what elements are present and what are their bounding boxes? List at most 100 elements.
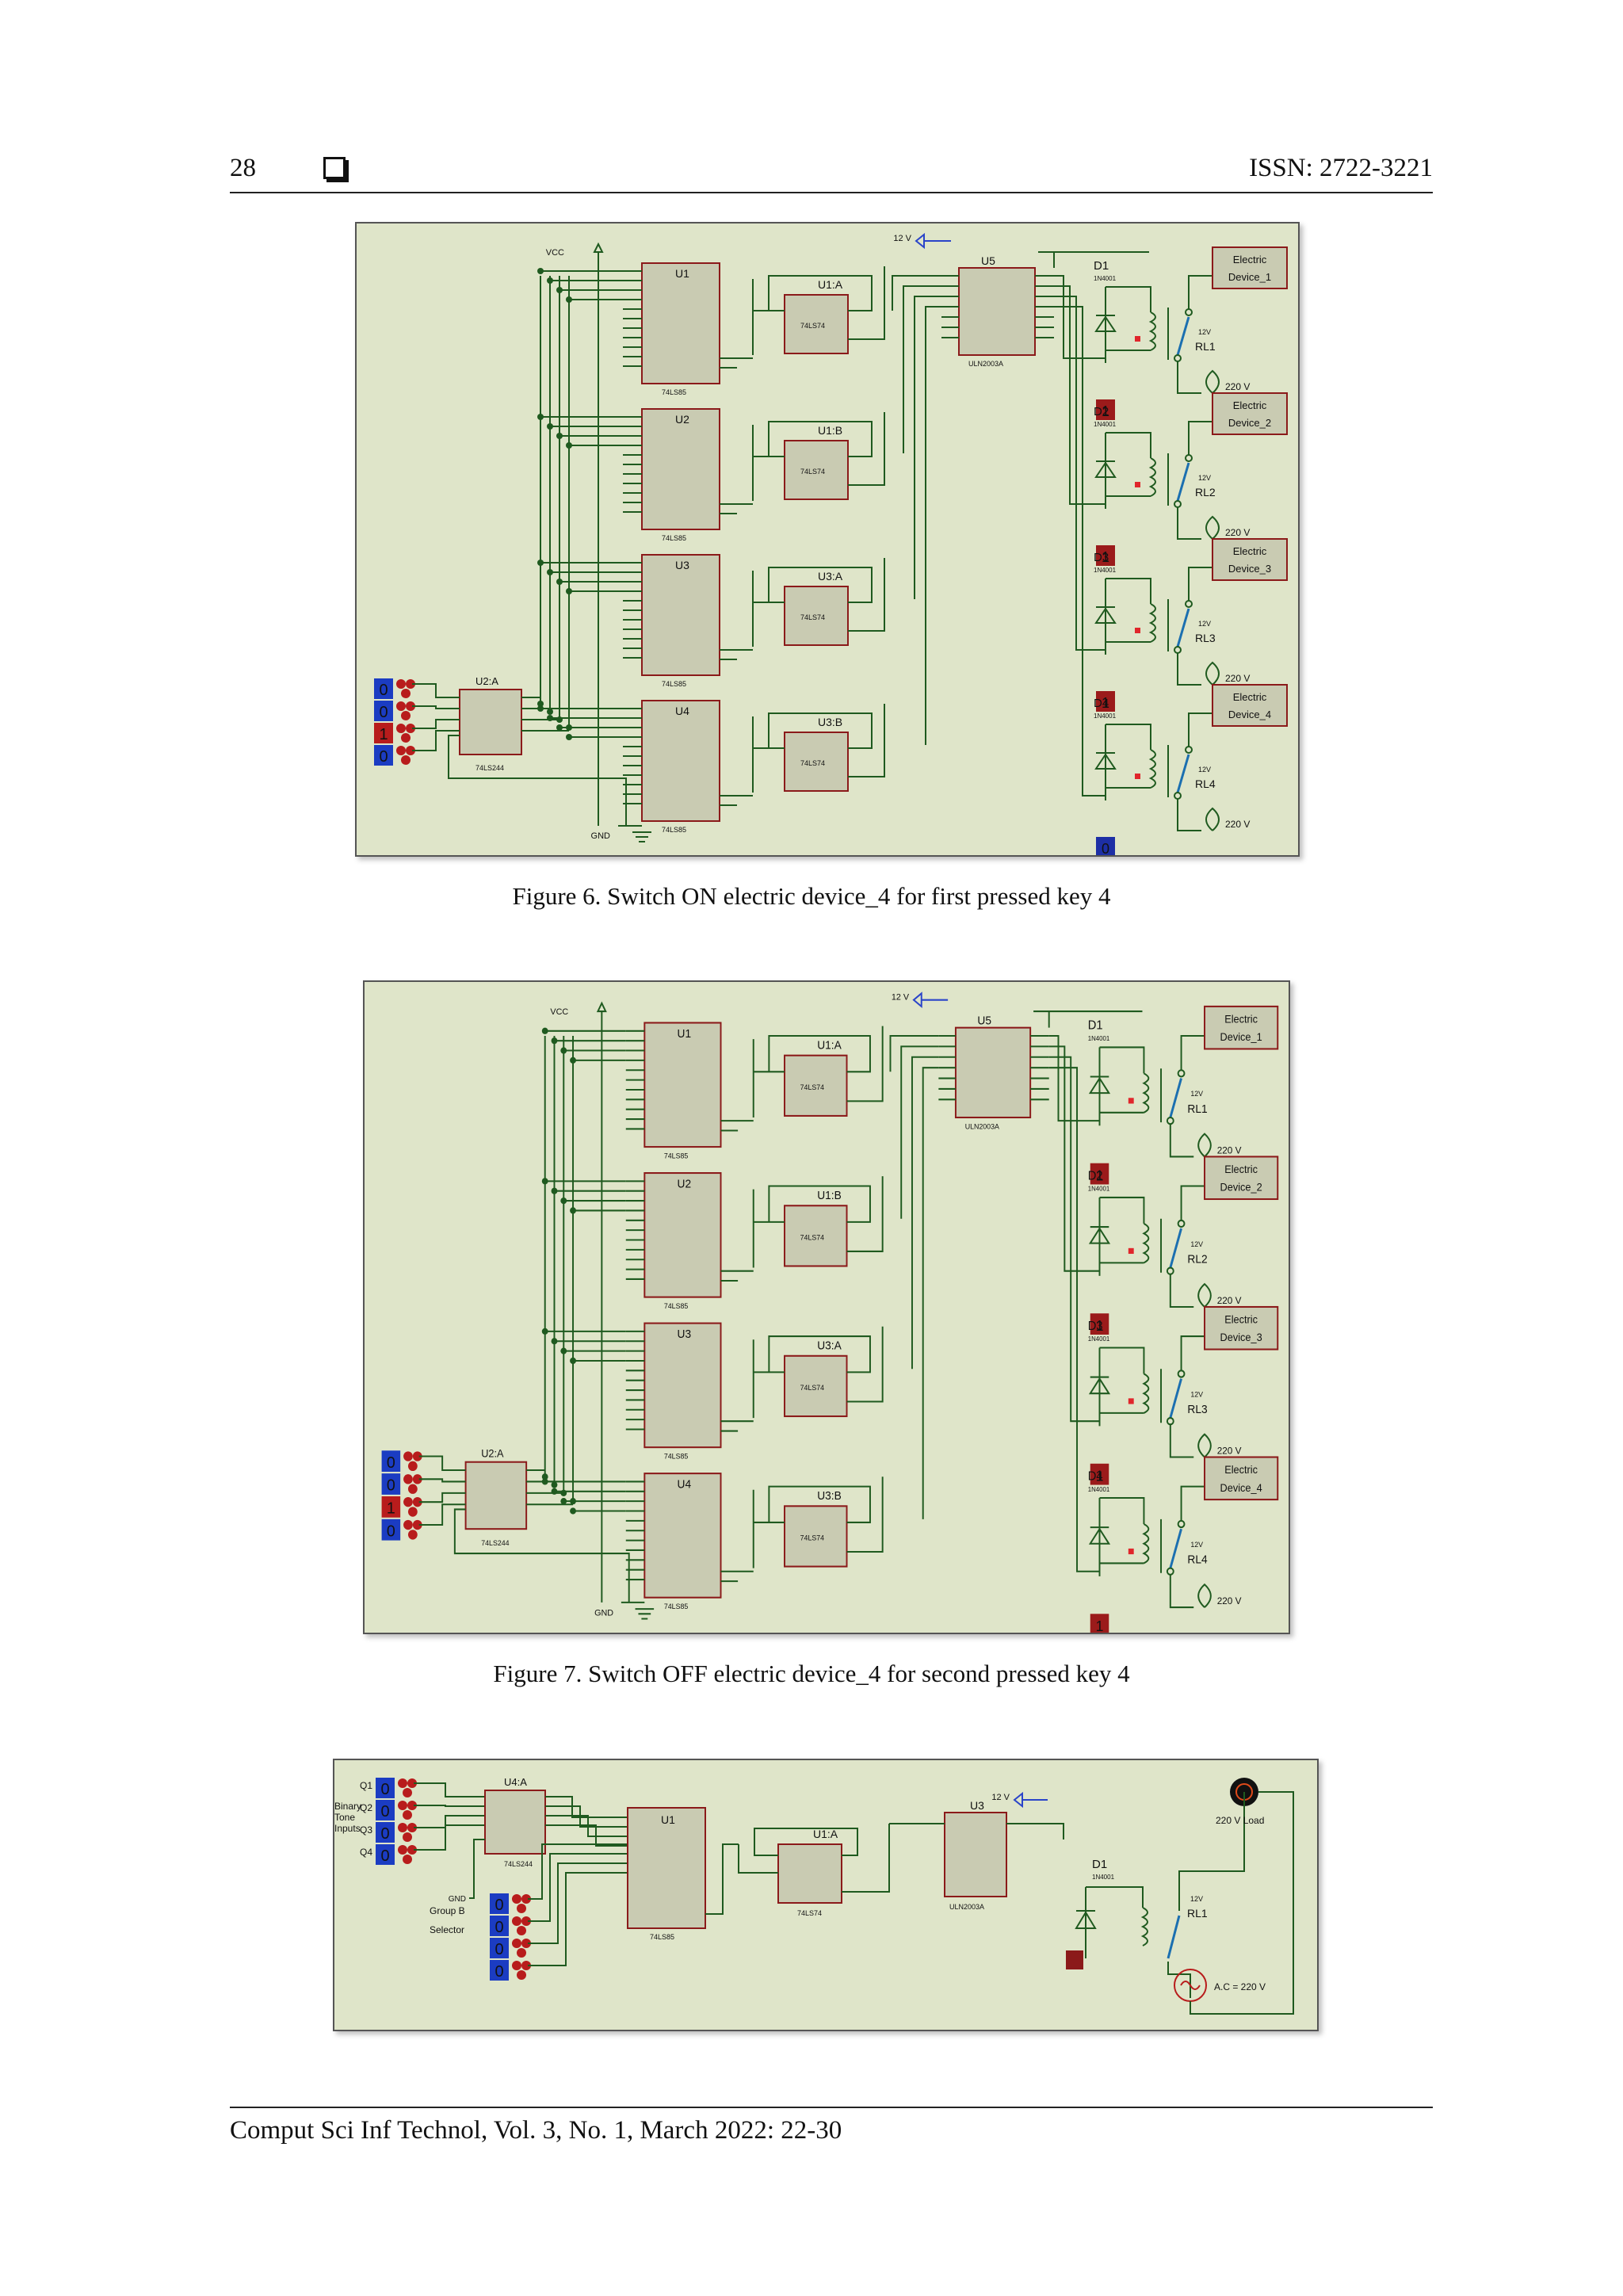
device-box-1 bbox=[1204, 1005, 1279, 1050]
wire bbox=[1177, 653, 1201, 686]
flipflop-chip-4 bbox=[784, 732, 849, 792]
switch-contact bbox=[406, 746, 415, 755]
output-indicator-2 bbox=[1090, 1313, 1109, 1335]
probe-marker bbox=[1128, 1247, 1134, 1255]
buffer-part: 74LS244 bbox=[475, 764, 504, 772]
comparator-part-1: 74LS85 bbox=[662, 388, 686, 396]
diode-icon bbox=[1094, 606, 1117, 624]
junction-dot bbox=[547, 709, 553, 715]
switch-contact bbox=[512, 1894, 521, 1904]
comparator-chip-4 bbox=[641, 700, 720, 822]
switch-contact bbox=[521, 1916, 531, 1926]
relay-terminal bbox=[1174, 500, 1182, 508]
diode-icon bbox=[1088, 1075, 1111, 1095]
wire bbox=[903, 285, 941, 453]
wire bbox=[414, 1805, 485, 1807]
wire bbox=[1169, 1574, 1194, 1609]
wire bbox=[1099, 1347, 1145, 1374]
wire bbox=[768, 1034, 871, 1073]
input-switch-1 bbox=[374, 678, 393, 699]
relay-terminal bbox=[1174, 646, 1182, 654]
input-switch-3-value: 1 bbox=[379, 726, 388, 743]
junction-dot bbox=[556, 433, 563, 439]
driver-label: U5 bbox=[981, 254, 995, 267]
switch-contact bbox=[406, 724, 415, 733]
diode-part-2: 1N4001 bbox=[1088, 1186, 1110, 1193]
output-indicator-2 bbox=[1096, 545, 1115, 566]
wire bbox=[768, 567, 873, 603]
wire bbox=[846, 1176, 884, 1252]
wire bbox=[1048, 1056, 1100, 1423]
diode-icon bbox=[1094, 460, 1117, 478]
relay-terminal bbox=[1177, 1519, 1186, 1529]
output-indicator-3-value: 1 bbox=[1096, 1468, 1104, 1484]
switch-contact bbox=[517, 1948, 526, 1958]
relay-coil-icon bbox=[1140, 1907, 1148, 1946]
wire bbox=[469, 1839, 485, 1899]
relay-label-4: RL4 bbox=[1195, 777, 1216, 790]
flipflop-label-4: U3:B bbox=[817, 1489, 842, 1502]
figure-6-caption: Figure 6. Switch ON electric device_4 fo… bbox=[512, 882, 1111, 910]
wire bbox=[842, 1824, 890, 1893]
output-indicator-1-value: 1 bbox=[1102, 403, 1109, 419]
wire bbox=[1048, 1045, 1100, 1272]
junction-dot bbox=[537, 705, 544, 712]
comparator-chip-1 bbox=[643, 1022, 722, 1148]
flipflop-label-2: U1:B bbox=[817, 1189, 842, 1201]
wire bbox=[412, 683, 460, 698]
wire bbox=[1106, 724, 1151, 750]
comparator-part-2: 74LS85 bbox=[662, 534, 686, 542]
mains-plug-icon bbox=[1197, 1133, 1212, 1158]
switch-contact bbox=[407, 1778, 417, 1788]
input-switch-3 bbox=[374, 723, 393, 743]
buffer-chip bbox=[464, 1461, 528, 1530]
group-switch-1 bbox=[490, 1893, 509, 1914]
junction-dot bbox=[541, 1027, 548, 1034]
device-label-line2-3: Device_3 bbox=[1220, 1331, 1262, 1343]
relay-voltage-3: 12V bbox=[1198, 620, 1211, 628]
switch-contact bbox=[407, 1801, 417, 1810]
inputs-label-line1: Binary bbox=[334, 1801, 361, 1812]
comparator-label-1: U1 bbox=[675, 267, 689, 280]
output-indicator-2-value: 1 bbox=[1096, 1317, 1104, 1333]
mains-plug-icon bbox=[1205, 369, 1220, 394]
mains-label-1: 220 V bbox=[1225, 381, 1250, 392]
switch-contact bbox=[403, 1832, 412, 1842]
input-name-2: Q2 bbox=[360, 1802, 372, 1813]
wire bbox=[705, 1843, 739, 1915]
wire bbox=[911, 1056, 939, 1370]
group-switch-1-value: 0 bbox=[495, 1897, 503, 1914]
device-label-line2-2: Device_2 bbox=[1220, 1181, 1262, 1193]
page-footer: Comput Sci Inf Technol, Vol. 3, No. 1, M… bbox=[230, 2107, 1433, 2145]
tone-switch-4-value: 0 bbox=[380, 1847, 389, 1865]
wire bbox=[1169, 1424, 1194, 1458]
footer-citation: Comput Sci Inf Technol, Vol. 3, No. 1, M… bbox=[230, 2116, 842, 2145]
relay-coil-icon bbox=[1142, 1072, 1150, 1114]
group-switch-2-value: 0 bbox=[495, 1919, 503, 1936]
input-switch-2 bbox=[374, 701, 393, 721]
tone-switch-1-value: 0 bbox=[380, 1781, 389, 1798]
switch-contact bbox=[403, 1497, 413, 1507]
relay-contact-icon bbox=[1176, 316, 1190, 356]
vcc-label: VCC bbox=[550, 1007, 568, 1017]
wire bbox=[1177, 799, 1201, 831]
relay-voltage-1: 12V bbox=[1190, 1090, 1203, 1098]
load-label: 220 V Load bbox=[1216, 1815, 1264, 1826]
source-label: A.C = 220 V bbox=[1214, 1981, 1266, 1992]
diode-label-1: D1 bbox=[1088, 1018, 1103, 1032]
tone-switch-2 bbox=[376, 1800, 395, 1820]
switch-contact bbox=[407, 1845, 417, 1855]
flipflop-part-2: 74LS74 bbox=[800, 1233, 824, 1241]
junction-dot bbox=[560, 1347, 567, 1354]
flipflop-label-2: U1:B bbox=[818, 424, 842, 437]
inputs-label-line2: Tone bbox=[334, 1812, 355, 1823]
supply-label: 12 V bbox=[893, 234, 911, 243]
buffer-label: U2:A bbox=[475, 675, 498, 687]
wire bbox=[1188, 712, 1212, 747]
flipflop-part-1: 74LS74 bbox=[800, 322, 825, 330]
tone-switch-3-value: 0 bbox=[380, 1825, 389, 1843]
supply-arrow-icon bbox=[915, 232, 951, 250]
flipflop-part: 74LS74 bbox=[797, 1909, 822, 1917]
diode-part-4: 1N4001 bbox=[1094, 712, 1117, 720]
tone-switch-1 bbox=[376, 1778, 395, 1798]
